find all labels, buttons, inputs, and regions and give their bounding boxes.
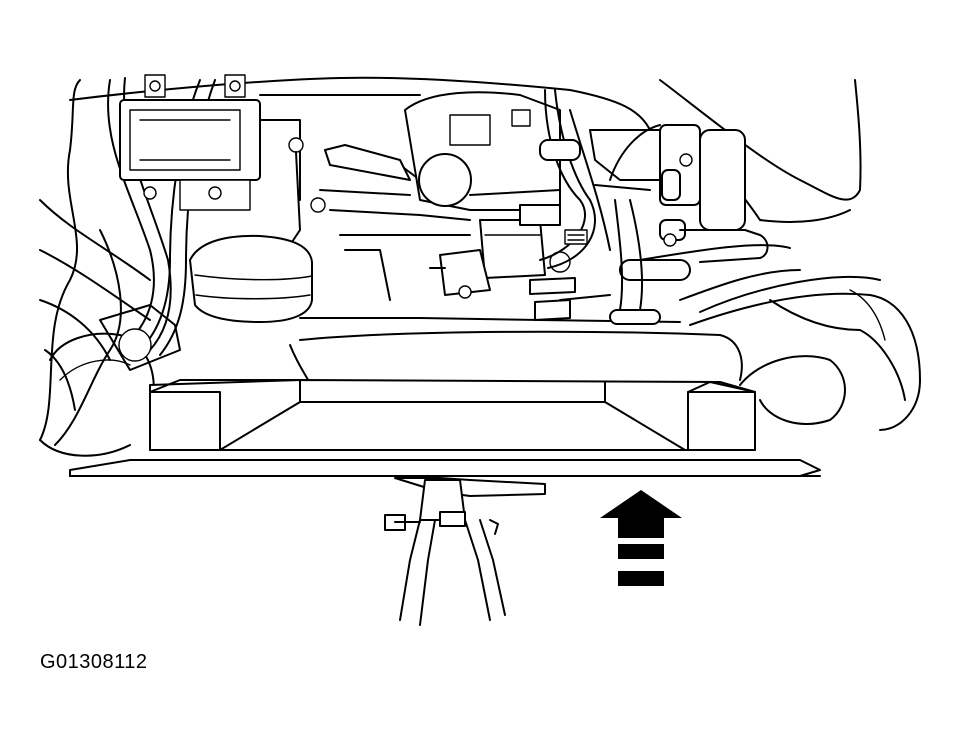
- figure-id-label: G01308112: [40, 651, 148, 673]
- engine-mount-block: [189, 234, 313, 323]
- left-bracket-assembly: [119, 74, 304, 246]
- center-engine-components: [404, 89, 611, 321]
- up-arrow-icon: [600, 490, 682, 586]
- right-engine-components: [539, 124, 769, 325]
- jack-pad-plate: [69, 459, 821, 477]
- floor-jack: [384, 477, 546, 626]
- crossmember: [289, 144, 743, 386]
- subframe-cradle: [149, 379, 756, 451]
